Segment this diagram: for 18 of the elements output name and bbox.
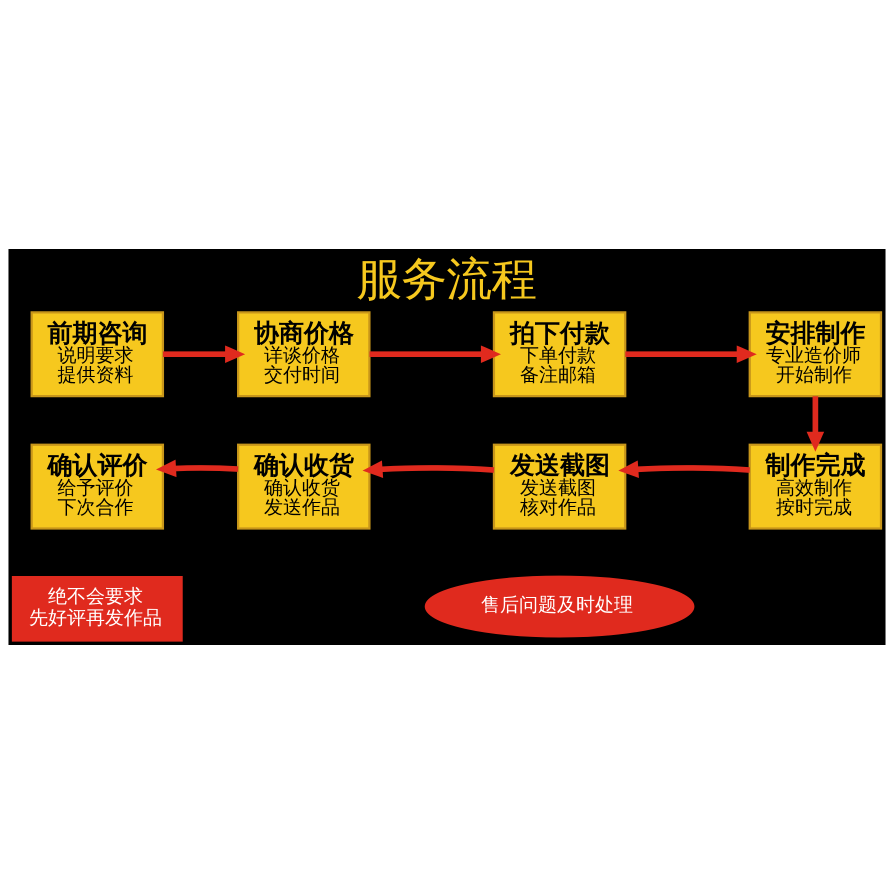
node-box: 确认收货 确认收货 发送作品 xyxy=(237,444,371,530)
node-box: 发送截图 发送截图 核对作品 xyxy=(492,444,626,530)
arrow xyxy=(370,345,501,363)
arrow xyxy=(618,460,750,478)
arrow xyxy=(362,460,494,478)
node-box: 绝不会要求 先好评再发作品 xyxy=(12,576,183,642)
arrow xyxy=(806,396,824,452)
arrow xyxy=(156,460,238,478)
node-box: 前期咨询 说明要求 提供资料 xyxy=(30,311,164,398)
node-box: 协商价格 详谈价格 交付时间 xyxy=(237,311,371,398)
node-ellipse: 售后问题及时处理 xyxy=(424,576,694,638)
node-box: 安排制作 专业造价师 开始制作 xyxy=(748,311,882,398)
arrow xyxy=(625,345,757,363)
node-box: 制作完成 高效制作 按时完成 xyxy=(748,444,882,530)
node-box: 确认评价 给予评价 下次合作 xyxy=(30,444,164,530)
node-box: 拍下付款 下单付款 备注邮箱 xyxy=(492,311,626,398)
diagram-title: 服务流程 xyxy=(356,252,536,306)
arrow xyxy=(163,345,246,363)
